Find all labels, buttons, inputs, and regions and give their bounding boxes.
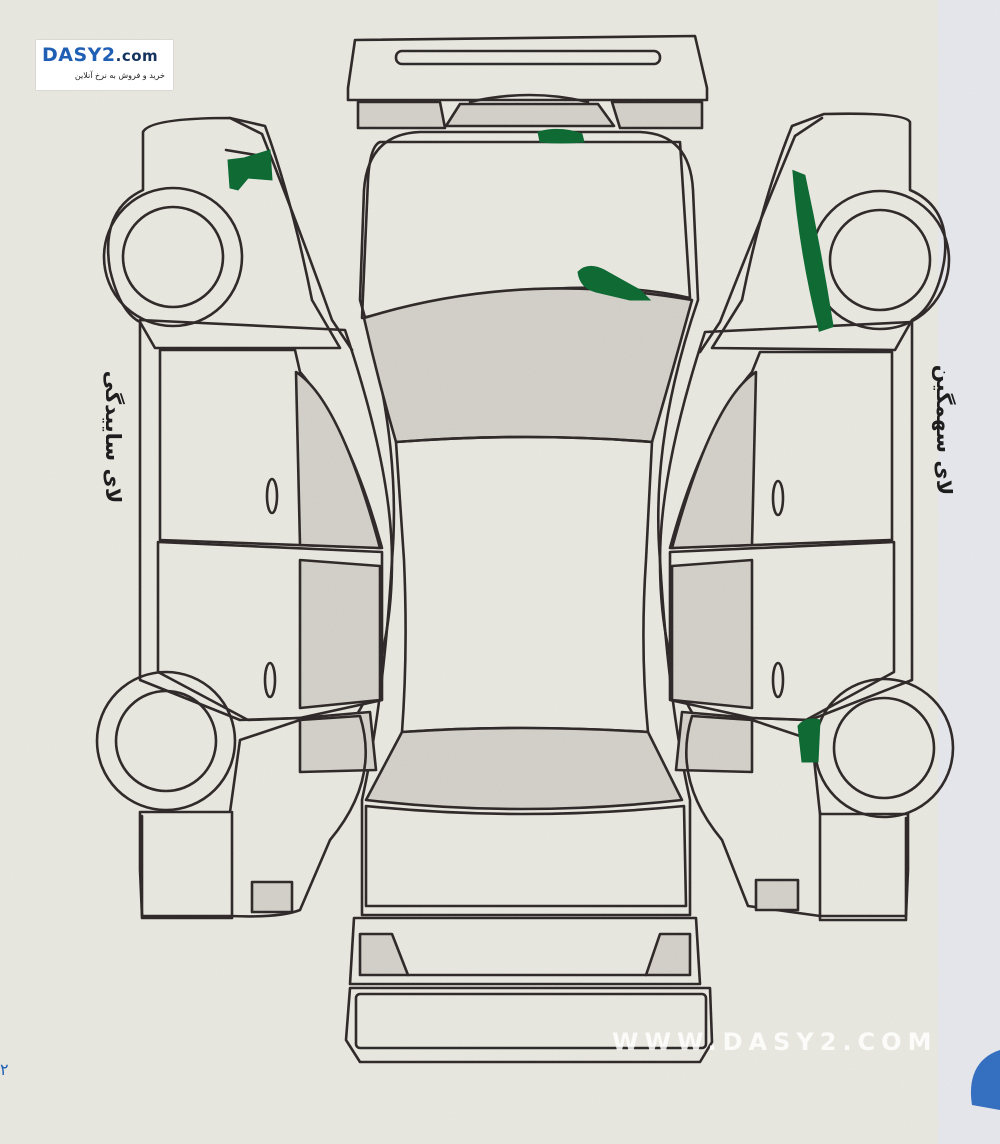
logo-brand: DASY2.com bbox=[42, 44, 158, 66]
watermark: WWW.DASY2.COM bbox=[612, 1028, 938, 1056]
left-side-label: لای ساییدگی bbox=[101, 370, 125, 504]
dasy2-logo: DASY2.com خرید و فروش به نرخ آنلاین bbox=[36, 40, 173, 90]
damage-marker-front-top bbox=[537, 128, 585, 144]
logo-tagline: خرید و فروش به نرخ آنلاین bbox=[74, 71, 165, 80]
damage-marker-right-rear-wheel bbox=[797, 718, 821, 763]
damage-marker-left-a-pillar bbox=[227, 149, 273, 191]
damage-markers bbox=[227, 128, 834, 763]
logo-brand-prefix: DASY2 bbox=[42, 44, 116, 66]
right-side-label: لای سهمگین bbox=[932, 364, 956, 496]
damage-marker-hood bbox=[577, 266, 652, 301]
damage-marker-right-a-pillar bbox=[792, 169, 834, 332]
edge-fragment: ٢ bbox=[0, 1060, 9, 1079]
logo-brand-suffix: .com bbox=[115, 47, 159, 65]
